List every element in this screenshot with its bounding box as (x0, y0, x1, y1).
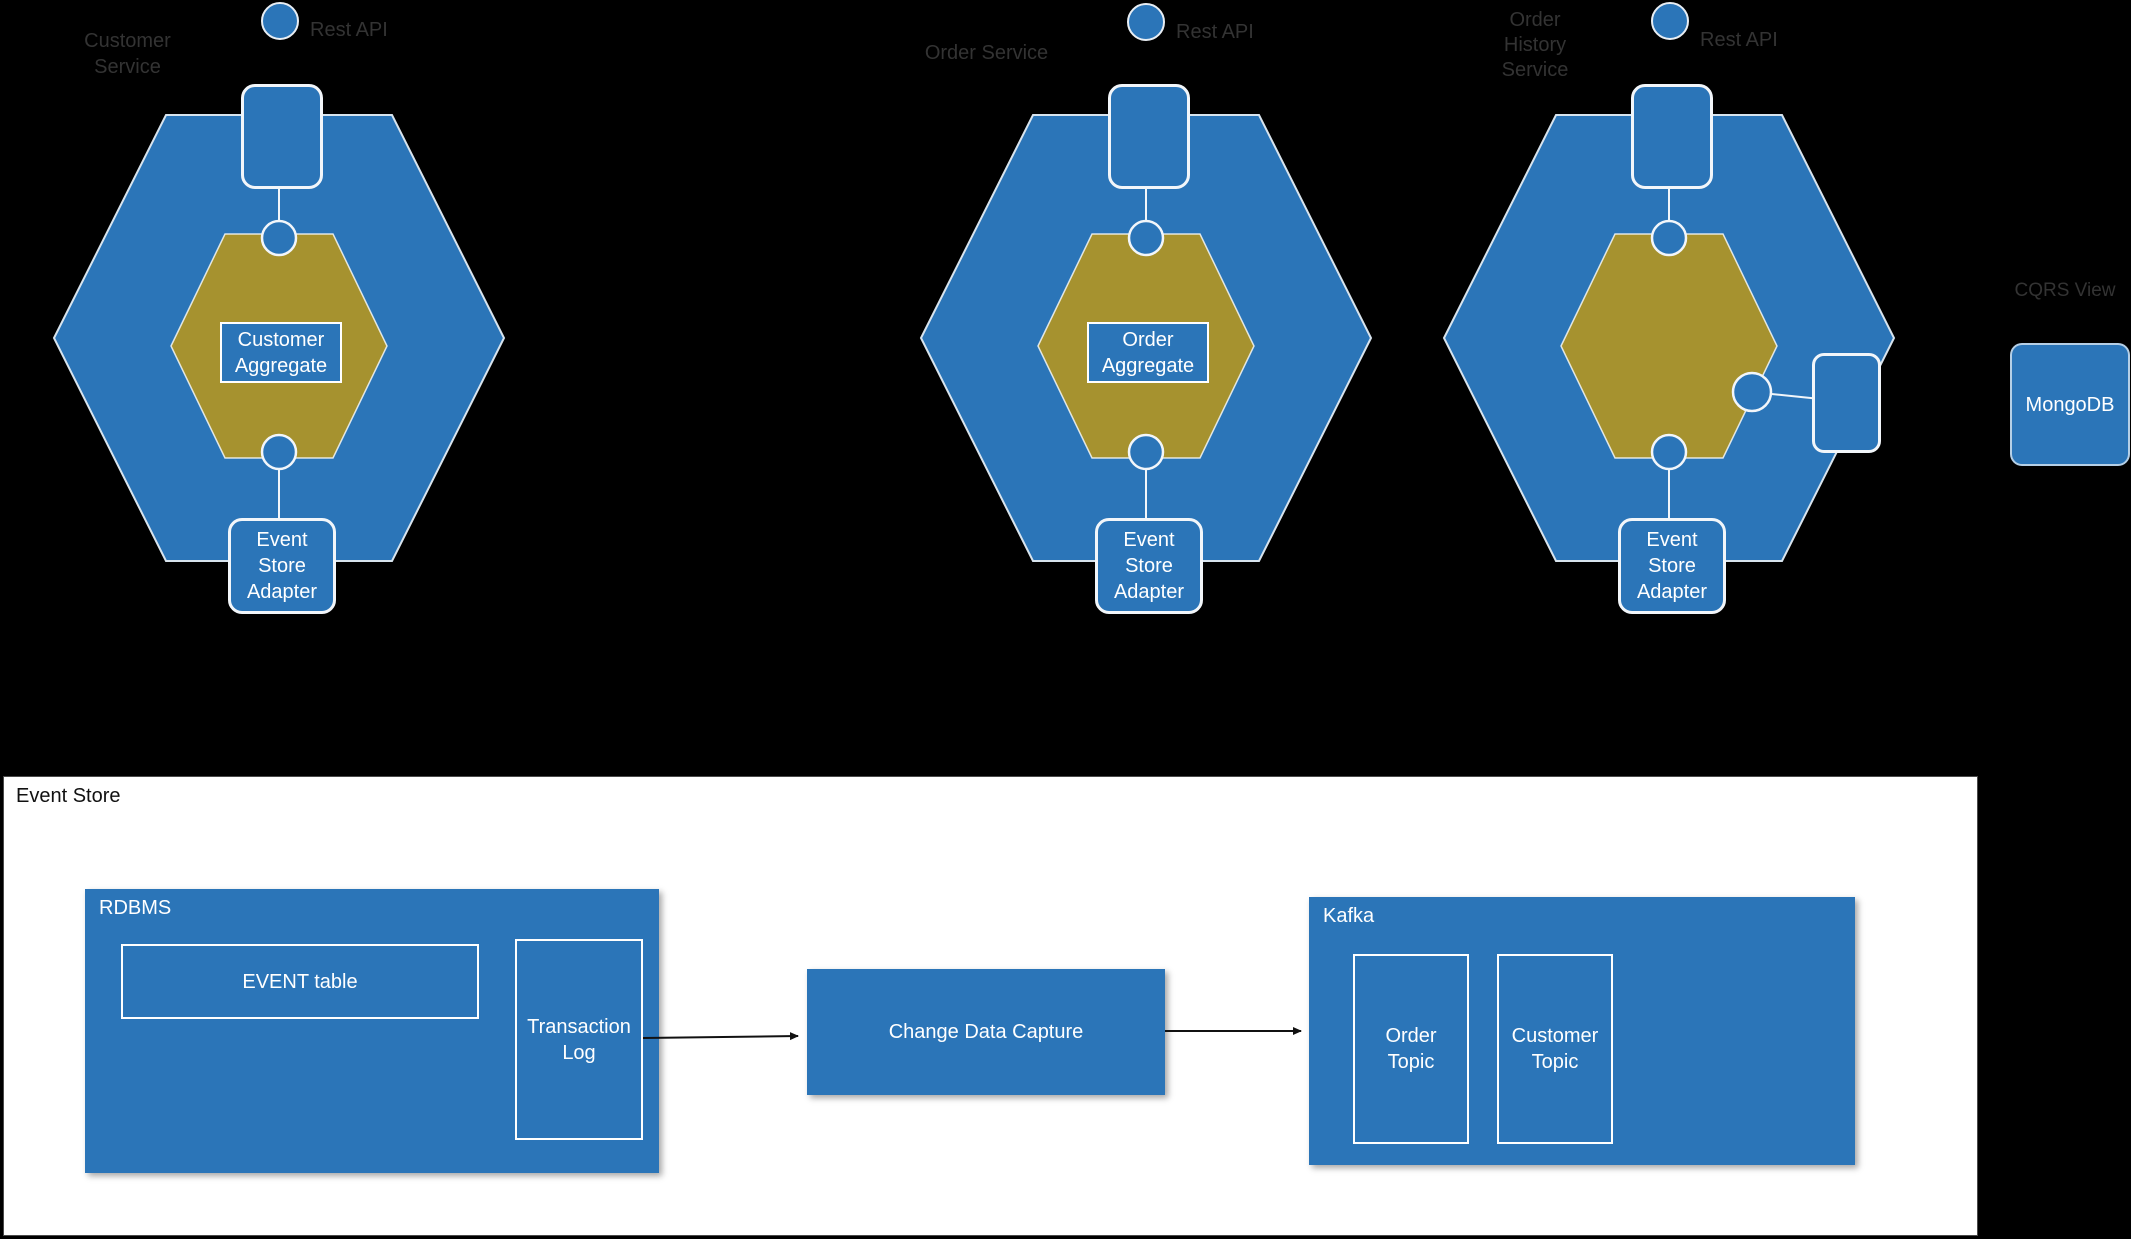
event-store-panel: Event Store RDBMS EVENT table Transactio… (3, 776, 1978, 1236)
order-aggregate-box: Order Aggregate (1087, 322, 1209, 383)
event-table-box: EVENT table (121, 944, 479, 1019)
order-rest-api-label: Rest API (1176, 21, 1254, 43)
rdbms-label: RDBMS (99, 897, 172, 919)
order-history-event-store-adapter: Event Store Adapter (1618, 518, 1726, 614)
customer-topic-box: Customer Topic (1497, 954, 1613, 1144)
kafka-box: Kafka Order Topic Customer Topic (1309, 897, 1855, 1165)
change-data-capture-box: Change Data Capture (807, 969, 1165, 1095)
customer-top-port-circle (260, 219, 298, 257)
customer-rest-adapter-rect (241, 84, 323, 189)
order-history-side-port-circle (1731, 371, 1773, 413)
mongodb-box: MongoDB (2010, 343, 2130, 466)
order-service-label: Order Service (924, 42, 1049, 64)
customer-aggregate-box: Customer Aggregate (220, 322, 342, 383)
order-history-query-adapter-rect (1812, 353, 1881, 453)
order-bottom-port-circle (1127, 433, 1165, 471)
order-history-top-port-circle (1650, 219, 1688, 257)
order-history-rest-api-label: Rest API (1700, 29, 1778, 51)
order-rest-adapter-rect (1108, 84, 1190, 189)
cqrs-view-label: CQRS View (2014, 280, 2116, 301)
order-top-port-circle (1127, 219, 1165, 257)
txlog-to-cdc-arrow (642, 1032, 799, 1041)
event-store-panel-title: Event Store (16, 785, 121, 807)
order-history-aggregate-hexagon (1560, 233, 1778, 459)
order-history-bottom-port-circle (1650, 433, 1688, 471)
kafka-label: Kafka (1323, 905, 1375, 927)
order-rest-api-icon (1127, 3, 1165, 41)
rdbms-box: RDBMS EVENT table Transaction Log (85, 889, 659, 1173)
customer-bottom-port-circle (260, 433, 298, 471)
transaction-log-box: Transaction Log (515, 939, 643, 1140)
order-history-service-label: Order History Service (1501, 9, 1569, 81)
order-history-rest-adapter-rect (1631, 84, 1713, 189)
customer-service-label: Customer Service (84, 30, 171, 78)
customer-event-store-adapter: Event Store Adapter (228, 518, 336, 614)
customer-rest-api-label: Rest API (310, 19, 388, 41)
order-event-store-adapter: Event Store Adapter (1095, 518, 1203, 614)
order-history-rest-api-icon (1651, 2, 1689, 40)
order-topic-box: Order Topic (1353, 954, 1469, 1144)
customer-rest-api-icon (261, 2, 299, 40)
